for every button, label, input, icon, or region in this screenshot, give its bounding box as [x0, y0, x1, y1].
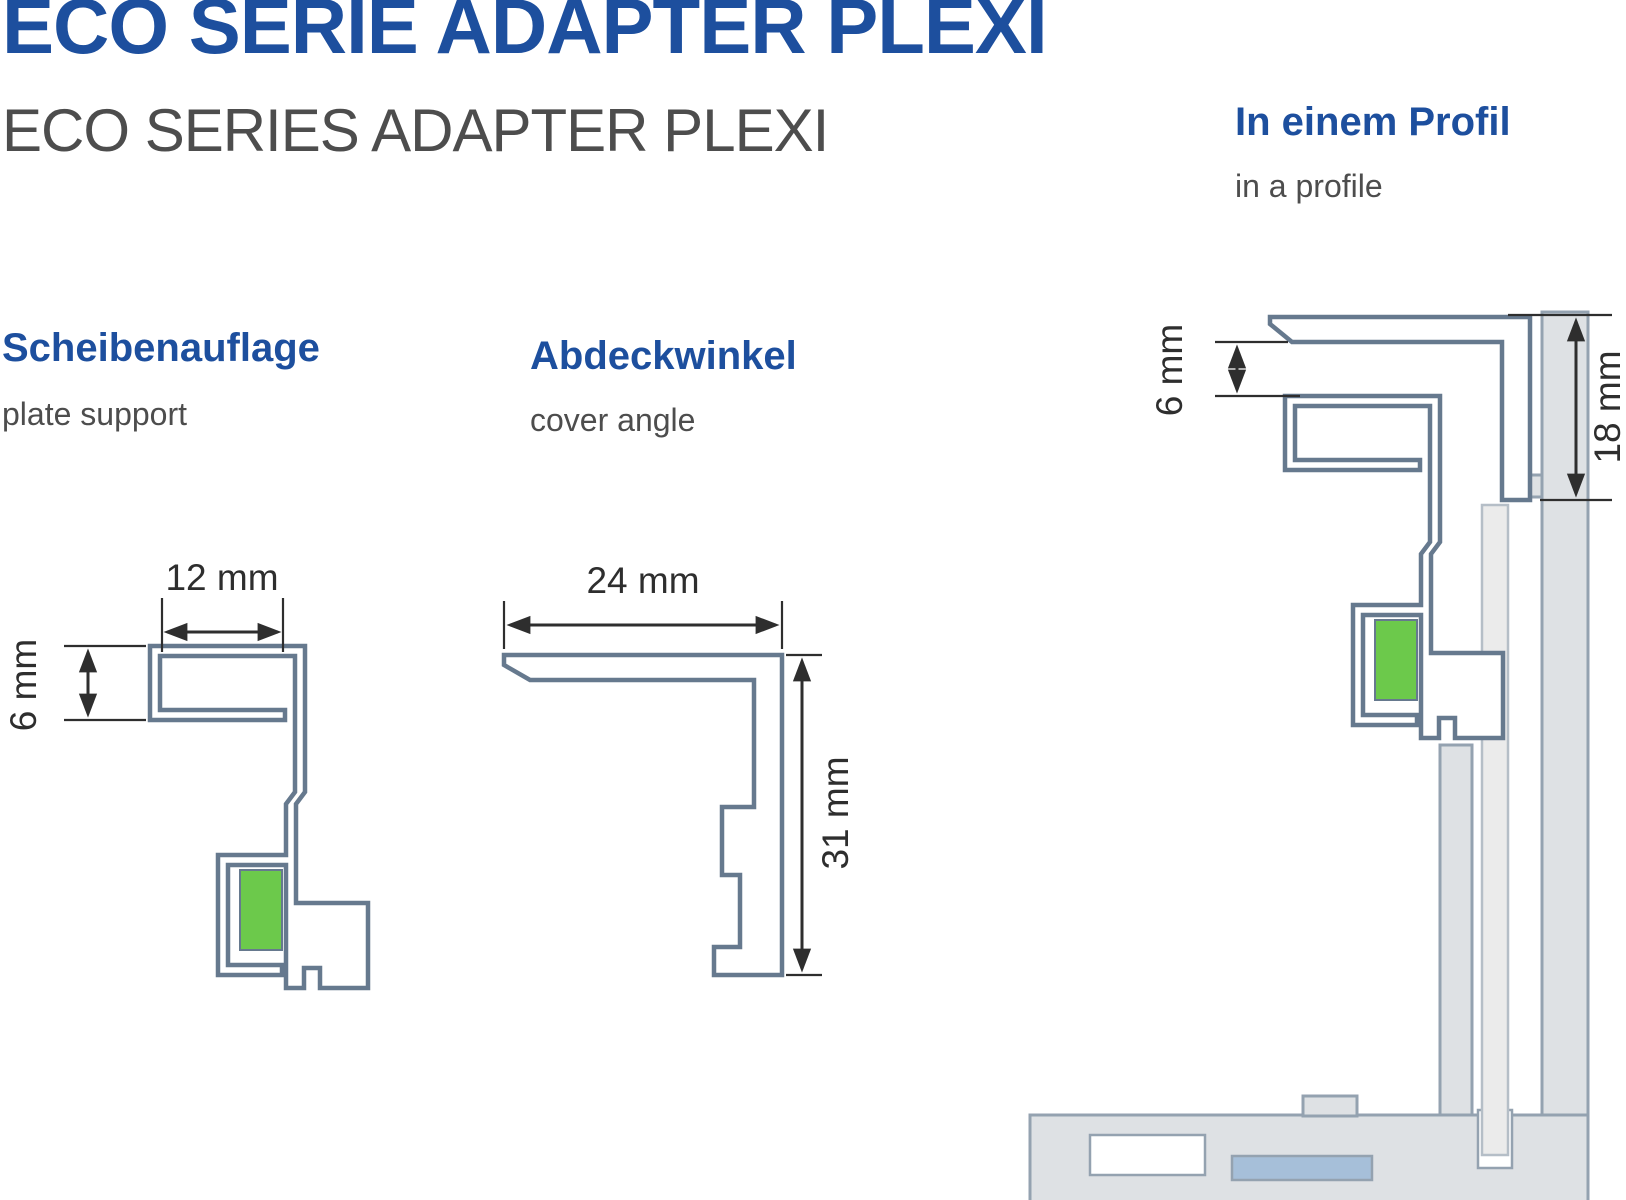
drawing-cover-angle: 24 mm 31 mm — [501, 560, 856, 978]
dim-width-12mm: 12 mm — [160, 557, 285, 652]
drawing-plate-support: 12 mm 6 mm — [3, 557, 371, 991]
page-title: ECO SERIE ADAPTER PLEXI — [2, 0, 1048, 70]
gasket — [239, 869, 283, 951]
base-slot — [1088, 1133, 1207, 1177]
gasket-in-place — [1374, 619, 1418, 701]
dim-label-cover-height: 31 mm — [815, 756, 856, 869]
plate-support-in-place — [1282, 393, 1506, 741]
plexi-pane — [1480, 503, 1510, 1157]
page-subtitle: ECO SERIES ADAPTER PLEXI — [2, 97, 829, 164]
base-boss — [1301, 1094, 1359, 1118]
dim-height-31mm: 31 mm — [786, 653, 856, 977]
dim-label-profile-height: 18 mm — [1587, 350, 1626, 463]
cover-angle-in-place — [1267, 314, 1533, 503]
dim-label-plate-width: 12 mm — [165, 557, 278, 598]
bottom-gasket — [1230, 1154, 1374, 1182]
heading-in-profile-de: In einem Profil — [1235, 100, 1511, 144]
cover-angle-profile-outline — [501, 652, 785, 978]
heading-cover-angle-en: cover angle — [530, 402, 696, 438]
dim-height-18mm: 18 mm — [1508, 313, 1626, 502]
heading-in-profile-en: in a profile — [1235, 168, 1383, 204]
heading-plate-support-de: Scheibenauflage — [2, 326, 320, 370]
dim-gap-6mm: 6 mm — [1149, 324, 1300, 417]
dim-label-cover-width: 24 mm — [586, 560, 699, 601]
dim-height-6mm: 6 mm — [3, 639, 146, 732]
heading-plate-support-en: plate support — [2, 396, 188, 432]
frame-outer-wall — [1540, 310, 1590, 1200]
dim-width-24mm: 24 mm — [502, 560, 784, 649]
dim-label-profile-gap: 6 mm — [1149, 324, 1190, 417]
dim-label-plate-height: 6 mm — [3, 639, 44, 732]
drawing-in-profile: 6 mm 18 mm — [1028, 310, 1626, 1200]
plate-support-profile-outline — [147, 643, 371, 991]
heading-cover-angle-de: Abdeckwinkel — [530, 334, 797, 378]
